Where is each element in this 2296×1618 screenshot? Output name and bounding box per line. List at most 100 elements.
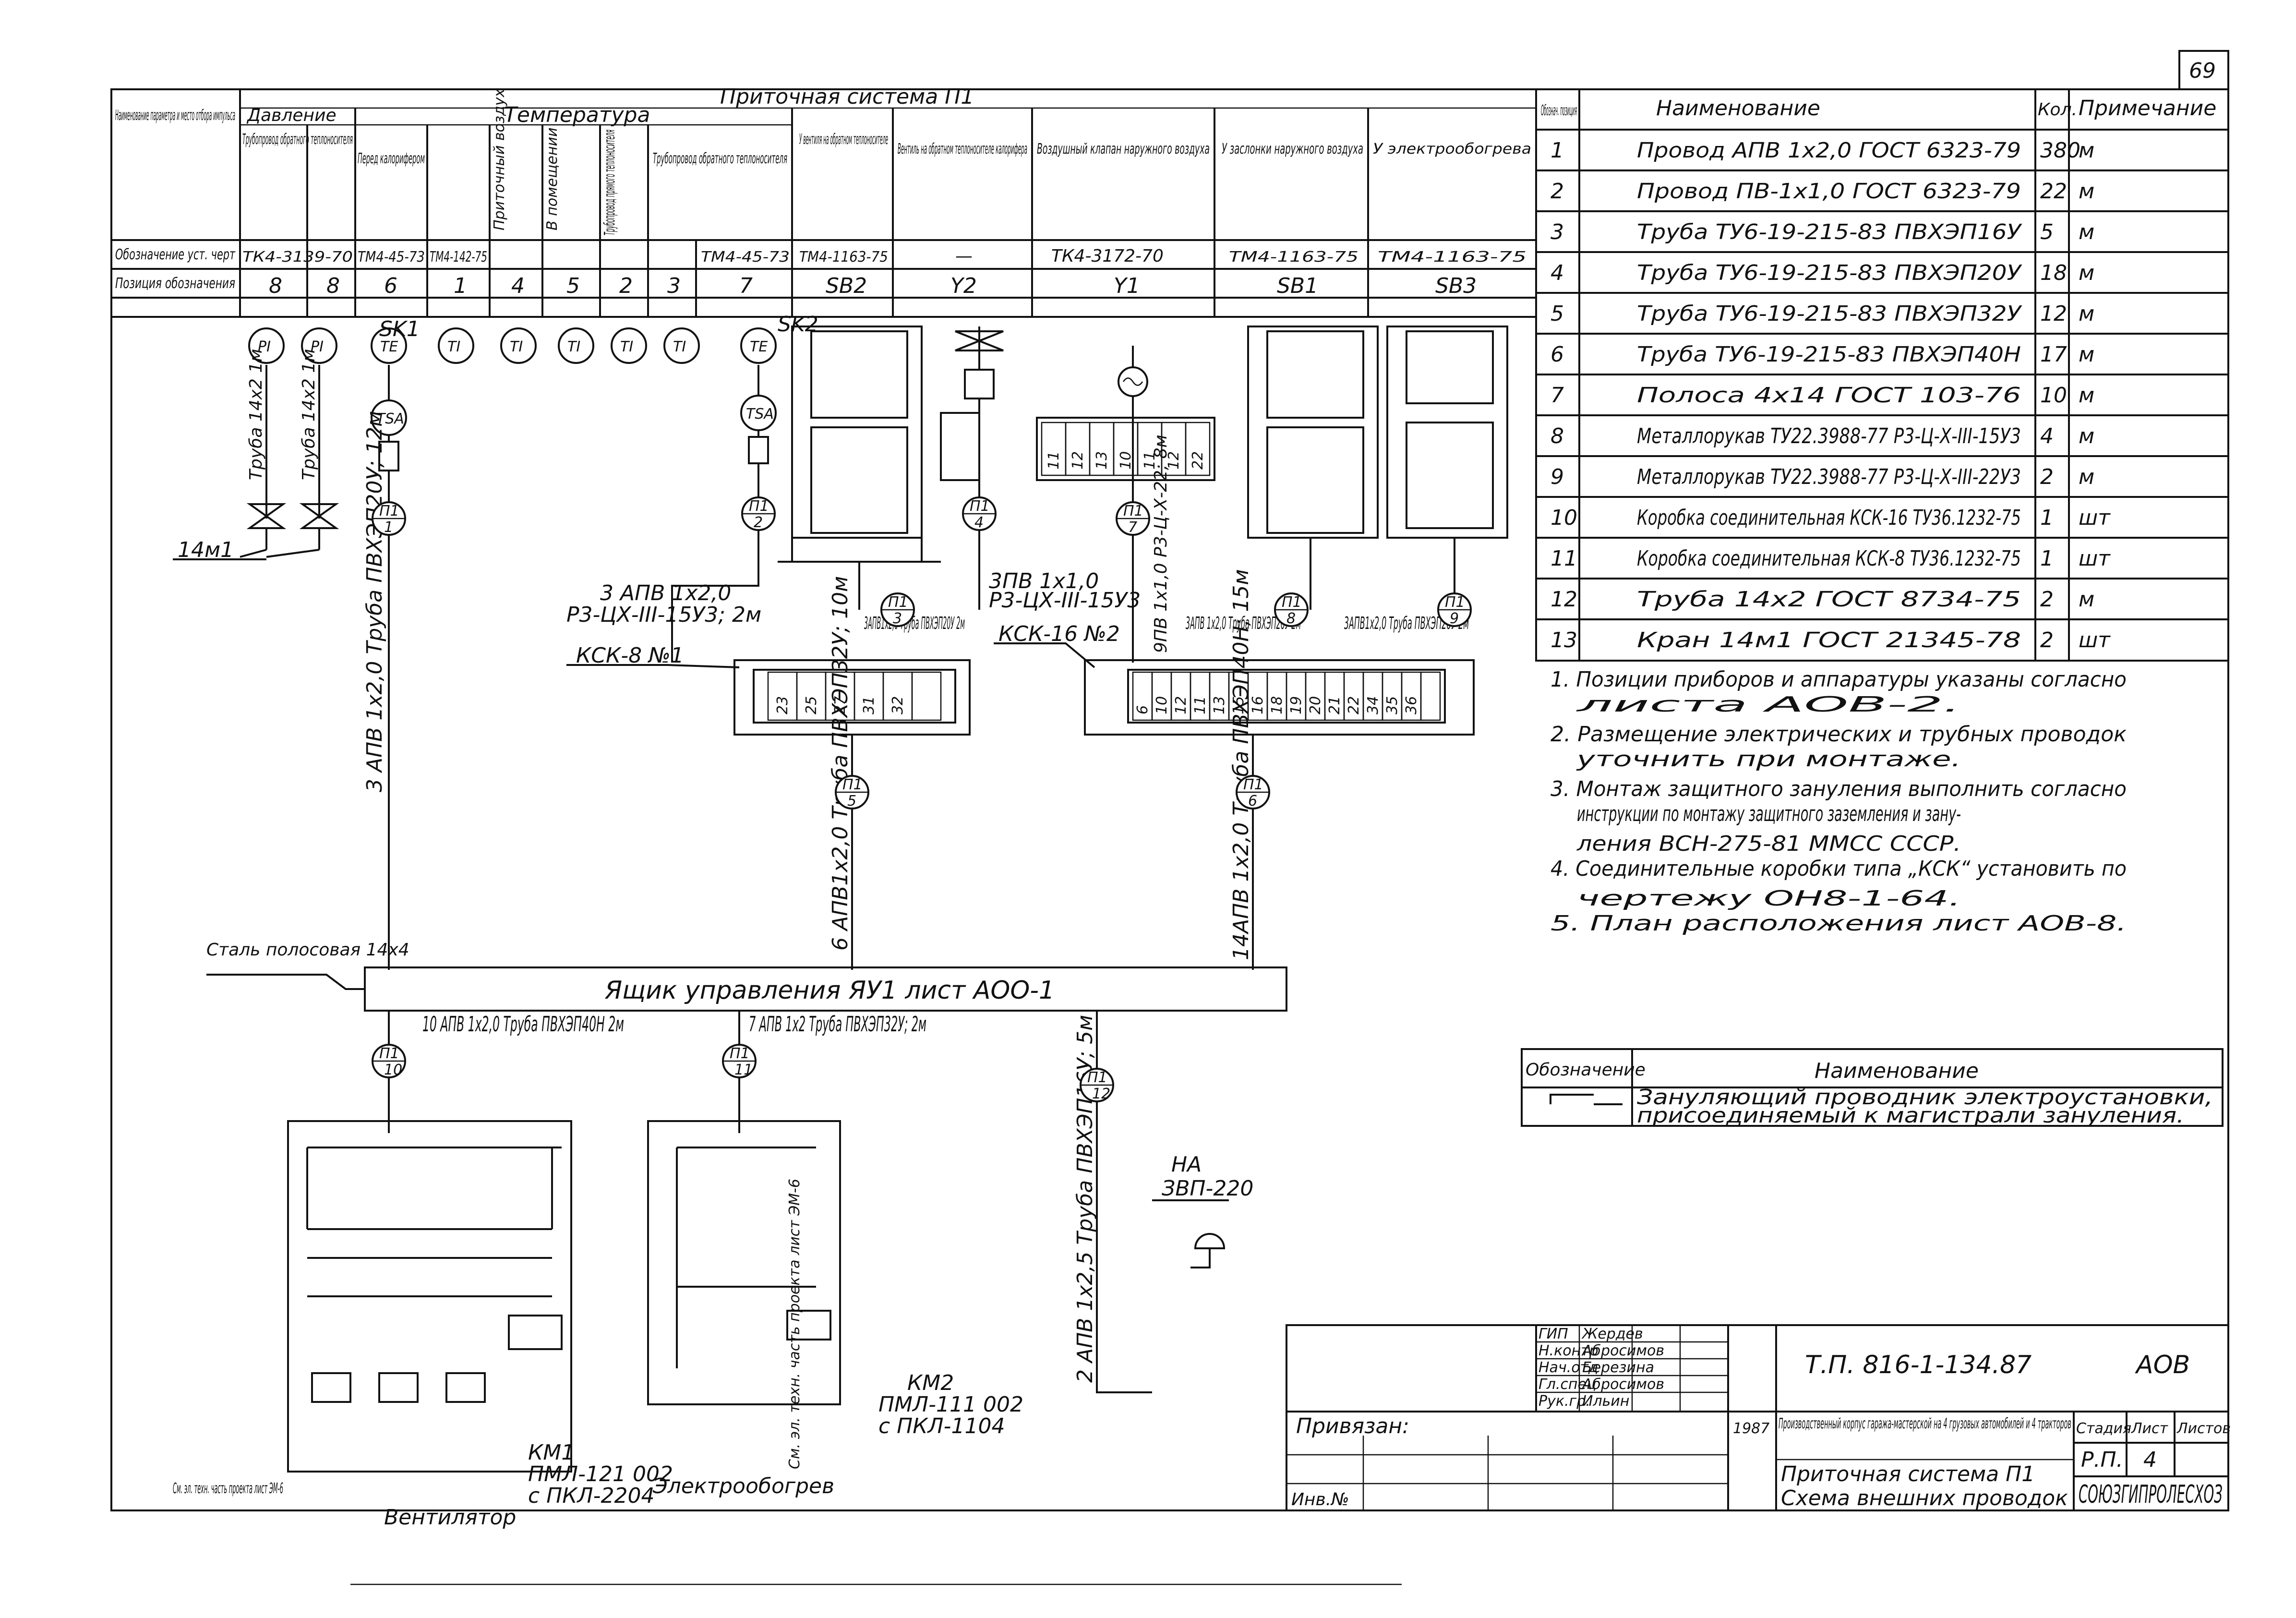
general-notes: 1. Позиции приборов и аппаратуры указаны… [1551, 667, 2127, 936]
header-pressure-label: Давление [246, 106, 337, 125]
spec-row-name: Провод АПВ 1х2,0 ГОСТ 6323-79 [1637, 138, 2021, 163]
terminal [1420, 671, 1441, 721]
spec-row-note: м [2079, 587, 2094, 612]
pipe-marker-label: П1 [1123, 503, 1143, 519]
header-col-position: SB3 [1435, 274, 1477, 298]
tb-name: Жердев [1581, 1326, 1643, 1342]
header-col-position: 4 [511, 274, 525, 298]
spec-row-name: Труба ТУ6-19-215-83 ПВХЭП20У [1637, 261, 2022, 285]
spec-row-note: шт [2079, 506, 2111, 530]
label-cable-3apv-sub: Р3-ЦХ-III-15У3; 2м [566, 603, 761, 627]
spec-row-pos: 3 [1551, 220, 1564, 244]
header-col-label: У заслонки наружного воздуха [1222, 141, 1363, 157]
terminal-number: 31 [861, 696, 878, 714]
label-ksk16: КСК-16 №2 [998, 622, 1120, 646]
spec-row-qty: 5 [2040, 220, 2054, 244]
terminal-number: 12 [1173, 696, 1190, 714]
spec-row-name: Коробка соединительная КСК-16 ТУ36.1232-… [1637, 506, 2021, 530]
spec-row-pos: 2 [1551, 179, 1564, 204]
instrument-bubble [558, 327, 594, 364]
tb-role: Нач.отд [1539, 1359, 1599, 1376]
header-col-position: 1 [454, 274, 467, 298]
header-col-designation: ТМ4-1163-75 [1229, 249, 1358, 266]
pipe-marker-label: П1 [970, 498, 990, 515]
y1-terminal-strip [1036, 417, 1215, 481]
tb-org: СОЮЗГИПРОЛЕСХОЗ [2079, 1480, 2223, 1509]
label-cable-pv: 3ПВ 1х1,0 [989, 569, 1099, 593]
label-cable-pos3: 3АПВ1х2,0 Труба ПВХЭП20У 2м [864, 614, 965, 633]
terminal-number: 10 [1118, 451, 1134, 470]
header-col-position: Y2 [950, 274, 977, 298]
instrument-bubble [438, 327, 474, 364]
spec-row-qty: 12 [2040, 302, 2067, 326]
header-col-designation: ТМ4-45-73 [358, 249, 425, 266]
label-tsa: TSA [746, 406, 774, 423]
instrument-bubble [248, 327, 285, 364]
spec-row-note: м [2079, 220, 2094, 244]
note-line: уточнить при монтаже. [1575, 747, 1961, 772]
label-km2-sub: с ПКЛ-1104 [878, 1414, 1005, 1438]
spec-row-pos: 6 [1551, 342, 1564, 367]
label-cable-pos10: 10 АПВ 1х2,0 Труба ПВХЭП40Н 2м [422, 1012, 624, 1037]
ground-conductor-symbol [1550, 1094, 1623, 1105]
terminal-number: 34 [1365, 696, 1382, 714]
spec-row-pos: 7 [1551, 383, 1564, 408]
instrument-code: TI [510, 338, 523, 355]
header-param-label: Наименование параметра и место отбора им… [115, 107, 235, 124]
valve-symbol [246, 503, 339, 529]
tb-project: Производственный корпус гаража-мастерско… [1779, 1415, 2071, 1432]
terminal-number: 19 [1288, 696, 1305, 714]
spec-row-qty: 4 [2040, 424, 2054, 448]
note-line: ления ВСН-275-81 ММСС СССР. [1576, 832, 1961, 856]
spec-row-name: Полоса 4х14 ГОСТ 103-76 [1637, 383, 2021, 408]
pipe-marker-number: 8 [1286, 610, 1296, 627]
tb-role: Гл.спец [1539, 1376, 1596, 1393]
label-cable-pos11: 7 АПВ 1х2 Труба ПВХЭП32У; 2м [749, 1012, 926, 1037]
spec-row-qty: 10 [2040, 383, 2067, 408]
tb-name: Ильин [1582, 1393, 1629, 1410]
spec-row-name: Металлорукав ТУ22.3988-77 Р3-Ц-Х-III-15У… [1637, 424, 2021, 448]
header-col-designation: ТМ4-1163-75 [799, 249, 888, 266]
terminal-number: 11 [1192, 696, 1209, 714]
spec-row-qty: 2 [2040, 587, 2054, 612]
terminal-number: 16 [1250, 696, 1266, 714]
label-pipe-14x2-b: Труба 14х2 1м [299, 349, 319, 480]
horn-symbol [1194, 1233, 1226, 1249]
spec-row-pos: 11 [1551, 546, 1577, 571]
spec-row-name: Металлорукав ТУ22.3988-77 Р3-Ц-Х-III-22У… [1637, 465, 2021, 489]
tb-role: Рук.гр. [1539, 1393, 1590, 1410]
header-row-designation: Обозначение уст. черт [115, 246, 236, 263]
tb-sheets-label: Листов [2176, 1420, 2231, 1437]
legend-text-2: присоединяемый к магистрали зануления. [1637, 1103, 2184, 1128]
note-line: 3. Монтаж защитного зануления выполнить … [1551, 777, 2127, 801]
spec-row-note: м [2079, 383, 2094, 408]
spec-row-qty: 1 [2040, 506, 2054, 530]
terminal-number: 11 [1046, 451, 1062, 470]
label-fan: Вентилятор [384, 1505, 516, 1530]
pipe-marker-number: 6 [1248, 793, 1257, 809]
junction-box-ksk16 [1084, 659, 1475, 736]
header-col-label: Перед калорифером [358, 150, 425, 167]
instrument-code: TE [380, 338, 398, 355]
pipe-marker-label: П1 [842, 776, 863, 793]
spec-row-name: Труба ТУ6-19-215-83 ПВХЭП32У [1637, 302, 2022, 326]
label-valve: 14м1 [178, 538, 234, 562]
spec-row-pos: 10 [1551, 506, 1577, 530]
tsa-sensor [371, 399, 407, 436]
header-col-position: SB2 [826, 274, 867, 298]
header-col-label: Вентиль на обратном теплоносителе калори… [898, 141, 1027, 157]
header-col-label: Приточный воздух [491, 89, 508, 230]
tb-sheet-label: Лист [2131, 1420, 2169, 1437]
terminal-number: 22 [1346, 696, 1362, 714]
spec-header-note: Примечание [2079, 96, 2216, 121]
instrument-code: TE [750, 338, 768, 355]
legend-header-designation: Обозначение [1526, 1060, 1646, 1080]
label-km1-type: ПМЛ-121 002 [528, 1462, 673, 1486]
terminal-number: 25 [803, 696, 820, 714]
pipe-marker-label: П1 [888, 594, 908, 611]
switch-box-sb1 [1247, 326, 1379, 539]
header-col-position: 5 [566, 274, 580, 298]
header-col-designation: ТК4-3172-70 [1051, 246, 1164, 266]
